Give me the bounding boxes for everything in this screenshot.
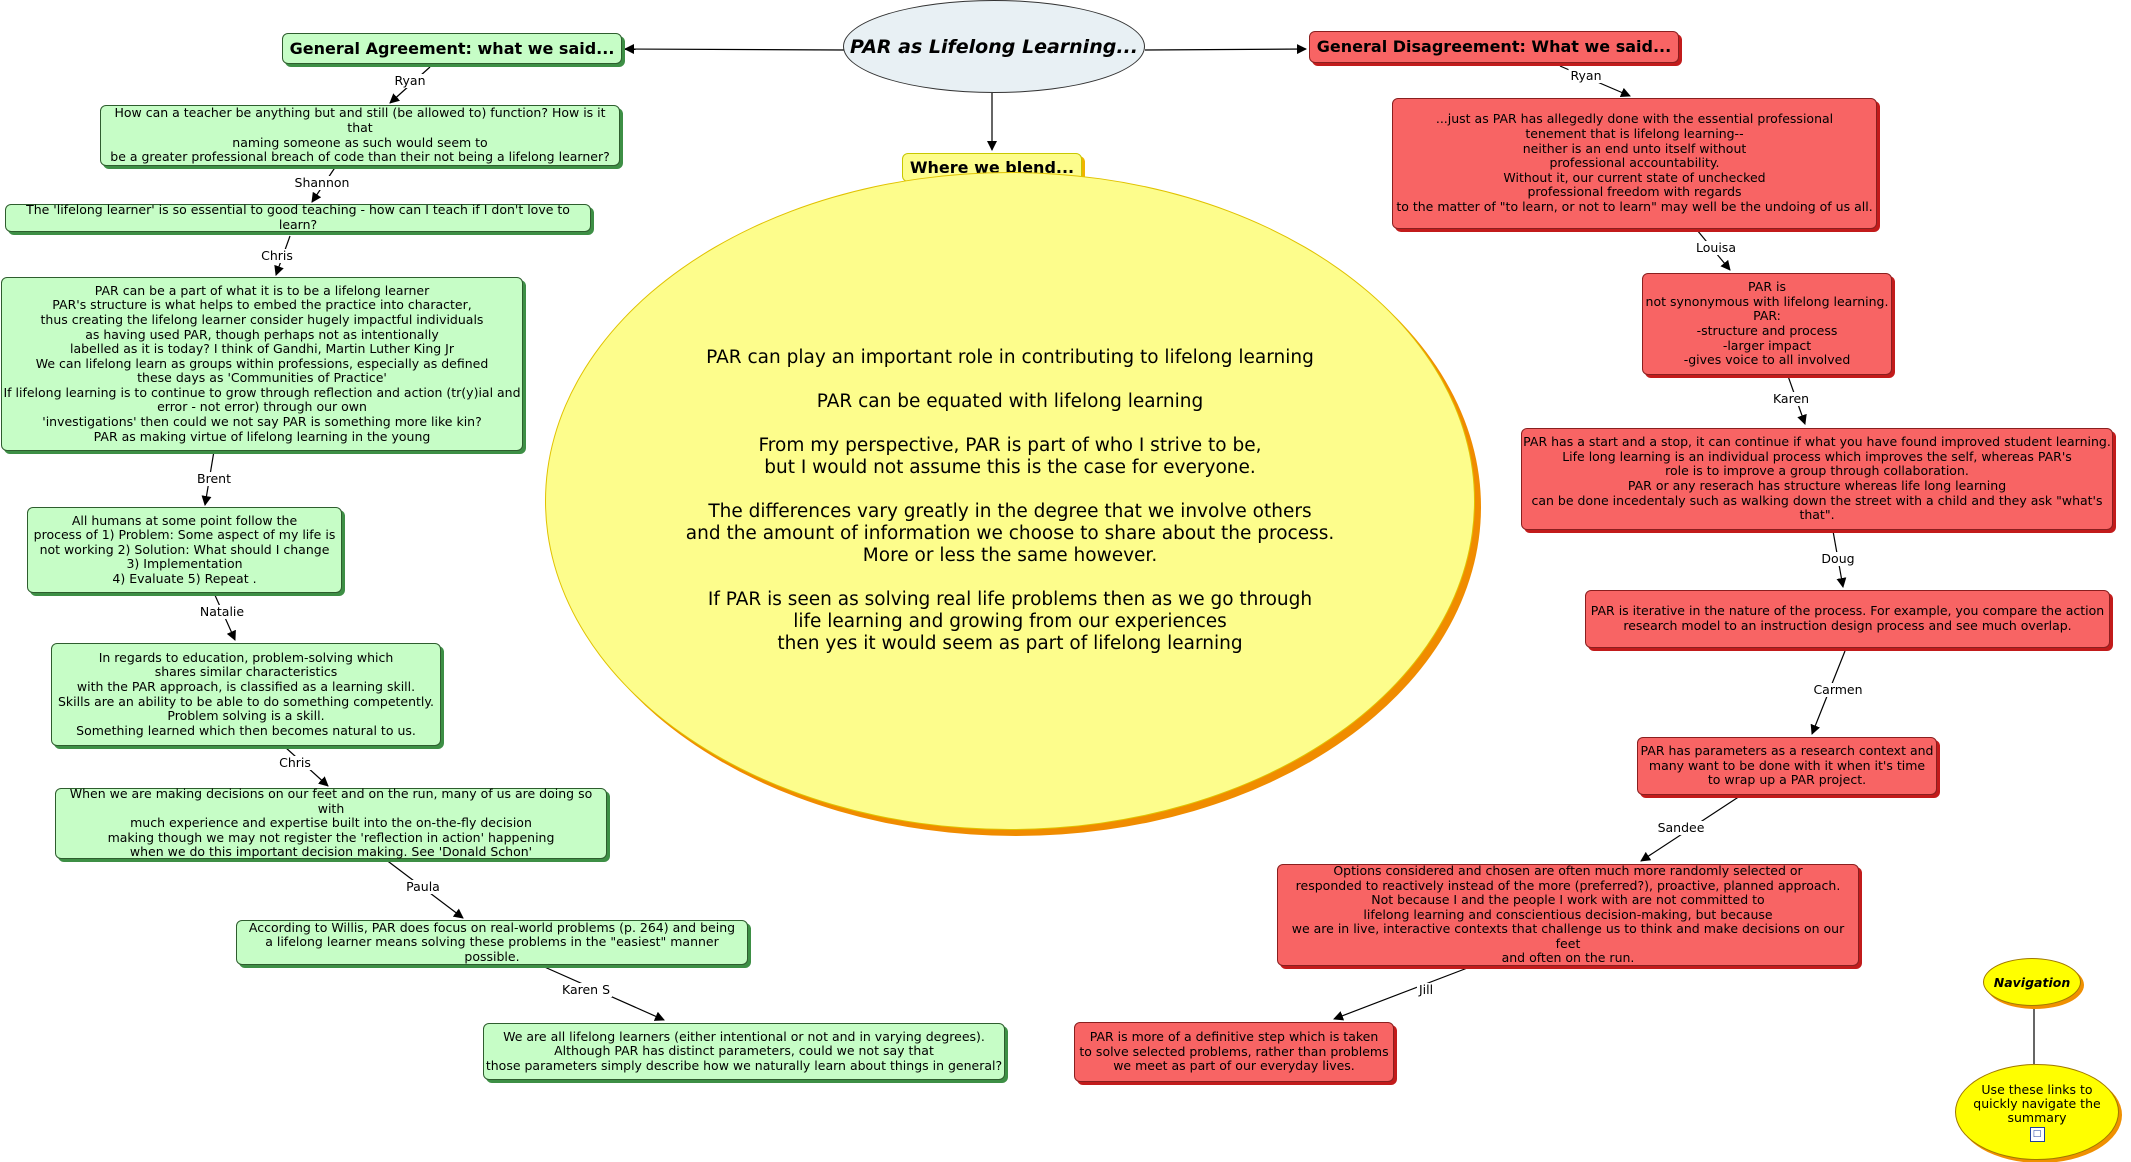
agree-author-label: Shannon	[292, 175, 352, 190]
agree-author-label: Natalie	[197, 604, 247, 619]
disagree-node-sandee[interactable]: Options considered and chosen are often …	[1277, 863, 1859, 966]
agree-node-natalie[interactable]: In regards to education, problem-solving…	[51, 643, 441, 746]
disagree-author-label: Louisa	[1694, 240, 1738, 255]
agree-node-chris-2[interactable]: When we are making decisions on our feet…	[55, 786, 607, 859]
agree-author-label: Chris	[259, 248, 295, 263]
disagree-node-jill[interactable]: PAR is more of a definitive step which i…	[1074, 1022, 1394, 1082]
disagree-author-label: Karen	[1770, 391, 1812, 406]
disagree-node-louisa[interactable]: PAR is not synonymous with lifelong lear…	[1642, 273, 1892, 375]
agree-node-paula[interactable]: According to Willis, PAR does focus on r…	[236, 920, 748, 965]
agree-author-label: Paula	[404, 879, 442, 894]
disagree-node-doug[interactable]: PAR is iterative in the nature of the pr…	[1585, 590, 2110, 648]
disagree-node-karen[interactable]: PAR has a start and a stop, it can conti…	[1521, 428, 2113, 530]
disagree-author-label: Jill	[1416, 982, 1436, 997]
disagree-node-carmen[interactable]: PAR has parameters as a research context…	[1637, 737, 1937, 795]
link-icon[interactable]: □	[2029, 1126, 2045, 1142]
agree-author-label: Brent	[195, 471, 233, 486]
agree-node-chris[interactable]: PAR can be a part of what it is to be a …	[1, 277, 523, 451]
agree-node-brent[interactable]: All humans at some point follow the proc…	[27, 507, 342, 593]
agreement-heading[interactable]: General Agreement: what we said...	[282, 33, 622, 64]
navigation-hint-text: Use these links to quickly navigate the …	[1973, 1081, 2101, 1125]
disagreement-heading[interactable]: General Disagreement: What we said...	[1309, 31, 1679, 63]
disagree-author-label: Sandee	[1655, 820, 1707, 835]
agree-author-label: Ryan	[392, 73, 428, 88]
blend-ellipse[interactable]: PAR can play an important role in contri…	[545, 172, 1475, 830]
central-topic[interactable]: PAR as Lifelong Learning...	[843, 0, 1145, 93]
agree-node-karen-s[interactable]: We are all lifelong learners (either int…	[483, 1023, 1005, 1080]
disagree-author-label: Carmen	[1811, 682, 1865, 697]
agree-node-ryan[interactable]: How can a teacher be anything but and st…	[100, 105, 620, 166]
navigation-hint-node[interactable]: Use these links to quickly navigate the …	[1955, 1064, 2119, 1160]
agree-author-label: Karen S	[559, 982, 613, 997]
navigation-node[interactable]: Navigation	[1983, 958, 2081, 1006]
disagree-node-ryan[interactable]: ...just as PAR has allegedly done with t…	[1392, 98, 1877, 229]
disagree-author-label: Ryan	[1568, 68, 1604, 83]
agree-author-label: Chris	[277, 755, 313, 770]
disagree-author-label: Doug	[1819, 551, 1857, 566]
agree-node-shannon[interactable]: The 'lifelong learner' is so essential t…	[5, 203, 591, 232]
